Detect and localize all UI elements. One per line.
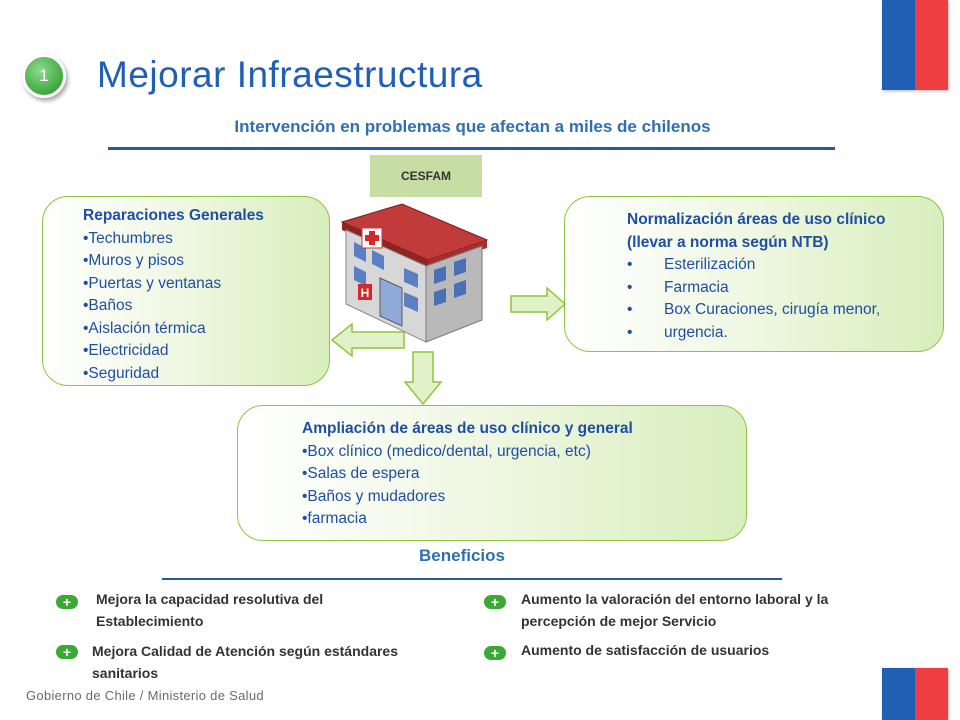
clinical-normalization-heading: Normalización áreas de uso clínico: [627, 211, 886, 228]
area-expansion-box: Ampliación de áreas de uso clínico y gen…: [237, 405, 747, 541]
svg-text:H: H: [361, 286, 370, 300]
plus-icon: +: [484, 595, 506, 609]
list-item: •Electricidad: [83, 342, 169, 359]
list-item: •Baños y mudadores: [302, 487, 446, 505]
bullet: •: [627, 301, 633, 318]
benefit-item: Aumento la valoración del entorno labora…: [521, 591, 829, 629]
clinical-normalization-subheading: (llevar a norma según NTB): [627, 233, 829, 251]
bullet: •: [627, 278, 633, 296]
cesfam-label: CESFAM: [370, 155, 482, 197]
list-item: •Muros y pisos: [83, 252, 185, 269]
page-title: Mejorar Infraestructura: [97, 54, 483, 95]
list-item: •Puertas y ventanas: [83, 274, 222, 292]
clinical-normalization-box: Normalización áreas de uso clínico (llev…: [564, 196, 944, 352]
plus-icon: +: [56, 645, 78, 659]
benefit-item: Mejora Calidad de Atención según estánda…: [92, 643, 399, 681]
list-item: •Esterilización: [627, 254, 943, 277]
footer-text: Gobierno de Chile / Ministerio de Salud: [26, 688, 264, 703]
benefits-divider: [162, 578, 782, 580]
bullet: •: [627, 323, 633, 341]
plus-icon: +: [484, 646, 506, 660]
list-item: •Salas de espera: [302, 465, 420, 482]
arrow-left-icon: [330, 322, 405, 358]
bullet: •: [627, 256, 633, 273]
page-subtitle: Intervención en problemas que afectan a …: [234, 117, 711, 136]
list-item: •Techumbres: [83, 229, 173, 247]
list-item: •farmacia: [302, 510, 367, 527]
arrow-down-icon: [403, 351, 443, 406]
chile-flag-top: [882, 0, 948, 90]
list-item: •Aislación térmica: [83, 319, 206, 337]
plus-icon: +: [56, 595, 78, 609]
list-item: •Box Curaciones, cirugía menor,: [627, 299, 943, 322]
list-item: •Baños: [83, 297, 133, 314]
area-expansion-heading: Ampliación de áreas de uso clínico y gen…: [302, 420, 633, 437]
arrow-right-icon: [510, 286, 567, 322]
list-item: •Farmacia: [627, 277, 943, 300]
general-repairs-heading: Reparaciones Generales: [83, 207, 264, 224]
list-item: •Seguridad: [83, 364, 160, 382]
chile-flag-bottom: [882, 668, 948, 720]
benefit-item: Aumento de satisfacción de usuarios: [521, 642, 770, 658]
list-item: •Box clínico (medico/dental, urgencia, e…: [302, 442, 591, 460]
list-item: •urgencia.: [627, 322, 943, 345]
section-number-badge: 1: [22, 54, 66, 98]
subtitle-divider: [108, 147, 835, 150]
benefit-item: Mejora la capacidad resolutiva del Estab…: [96, 591, 324, 629]
benefits-title: Beneficios: [419, 546, 505, 565]
general-repairs-box: Reparaciones Generales •Techumbres •Muro…: [42, 196, 330, 386]
hospital-building-icon: H: [340, 203, 489, 343]
